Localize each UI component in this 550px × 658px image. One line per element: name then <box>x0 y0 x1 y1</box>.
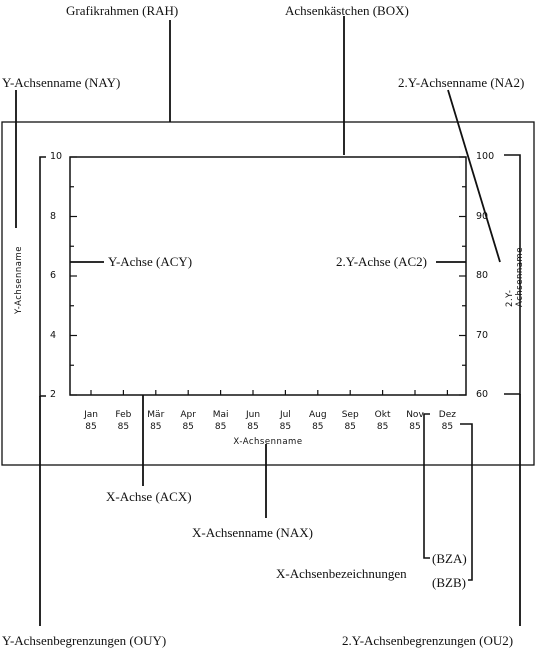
graphic-frame <box>1 121 535 466</box>
x-month-label: Jan 85 <box>76 409 106 433</box>
callout-na2 <box>447 89 501 263</box>
label-x-bezeichnungen: X-Achsenbezeichnungen <box>276 566 407 581</box>
y2-tick-label: 80 <box>476 270 489 281</box>
callout-bzb <box>460 423 473 581</box>
x-month-year: 85 <box>441 422 454 432</box>
label-nay: Y-Achsenname (NAY) <box>2 75 121 90</box>
x-month-name: Sep <box>341 410 359 420</box>
y-tick-label: 8 <box>50 210 57 222</box>
x-month-label: Apr 85 <box>173 409 203 433</box>
axis-box <box>69 156 467 396</box>
x-month-name: Jan <box>84 410 98 420</box>
y-tick-label: 2 <box>50 389 57 400</box>
bracket-ou2 <box>504 154 521 395</box>
y-tick-label: 4 <box>50 329 57 341</box>
x-month-label: Aug 85 <box>303 409 333 433</box>
x-month-year: 85 <box>409 422 421 432</box>
x-month-name: Okt <box>374 410 391 420</box>
y2-tick-label: 60 <box>476 389 489 400</box>
callout-bza <box>423 413 430 559</box>
x-month-label: Jun 85 <box>238 409 268 433</box>
x-month-name: Aug <box>309 410 327 420</box>
x-month-year: 85 <box>117 422 130 432</box>
label-acx: X-Achse (ACX) <box>106 489 192 504</box>
x-month-name: Jun <box>245 410 261 420</box>
x-month-label: Jul 85 <box>270 409 300 433</box>
y-axis-name: Y-Achsenname <box>14 246 24 314</box>
x-month-name: Nov <box>406 410 424 420</box>
x-month-year: 85 <box>150 422 162 432</box>
x-month-label: Feb 85 <box>108 409 138 433</box>
x-month-name: Dez <box>438 410 456 420</box>
label-box: Achsenkästchen (BOX) <box>285 3 409 18</box>
x-month-name: Mai <box>212 410 229 420</box>
x-month-year: 85 <box>312 422 324 432</box>
x-month-name: Feb <box>115 410 132 420</box>
label-na2: 2.Y-Achsenname (NA2) <box>398 75 525 90</box>
x-month-year: 85 <box>85 422 97 432</box>
y2-axis-name: 2.Y-Achsenname <box>505 247 525 307</box>
label-ac2: 2.Y-Achse (AC2) <box>336 254 427 269</box>
x-month-name: Mär <box>147 410 165 420</box>
x-month-label: Mai 85 <box>206 409 236 433</box>
x-month-label: Dez 85 <box>432 409 462 433</box>
label-ou2: 2.Y-Achsenbegrenzungen (OU2) <box>342 633 514 648</box>
y-tick-label: 10 <box>50 151 63 162</box>
y2-tick-label: 90 <box>476 210 489 222</box>
x-month-label: Okt 85 <box>368 409 398 433</box>
x-axis-name: X-Achsenname <box>233 437 303 447</box>
axis-ticks <box>70 156 466 396</box>
label-ouy: Y-Achsenbegrenzungen (OUY) <box>2 633 167 648</box>
x-month-name: Apr <box>180 410 196 420</box>
x-month-label: Mär 85 <box>141 409 171 433</box>
x-month-label: Sep 85 <box>335 409 365 433</box>
x-month-year: 85 <box>376 422 389 432</box>
y-tick-label: 6 <box>50 270 57 281</box>
label-bzb: (BZB) <box>432 575 466 590</box>
x-month-year: 85 <box>182 422 194 432</box>
y2-tick-label: 70 <box>476 329 489 341</box>
x-month-year: 85 <box>247 422 259 432</box>
label-rah: Grafikrahmen (RAH) <box>66 3 179 18</box>
label-bza: (BZA) <box>432 551 467 566</box>
label-acy: Y-Achse (ACY) <box>108 254 193 269</box>
x-month-year: 85 <box>279 422 292 432</box>
x-month-year: 85 <box>344 422 356 432</box>
label-nax: X-Achsenname (NAX) <box>192 525 313 540</box>
y2-tick-label: 100 <box>476 151 495 162</box>
x-month-label: Nov 85 <box>400 409 430 433</box>
x-month-year: 85 <box>214 422 227 432</box>
x-month-name: Jul <box>279 410 291 420</box>
bracket-ouy <box>39 156 46 397</box>
